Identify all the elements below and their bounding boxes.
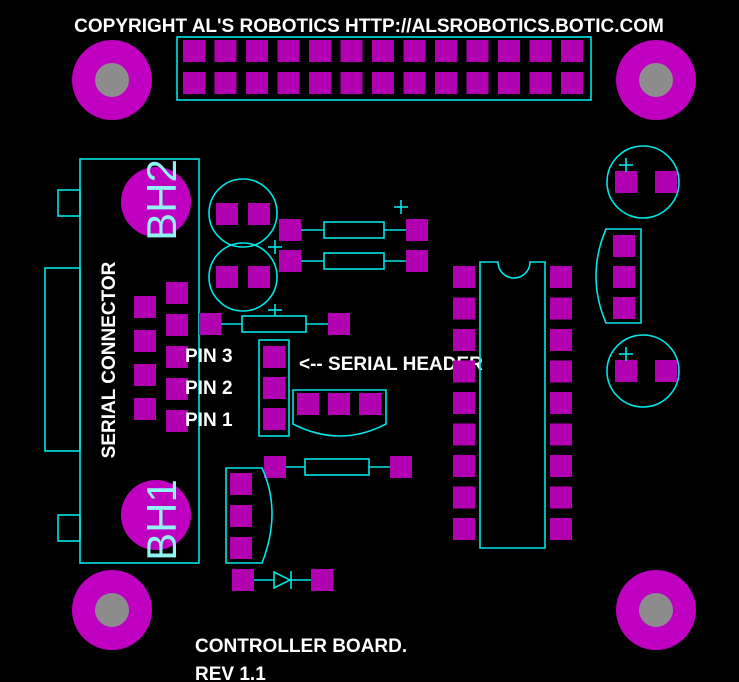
header-pad — [183, 40, 205, 62]
header-pad — [561, 40, 583, 62]
ic-pad — [453, 486, 475, 509]
header-pad — [183, 72, 205, 94]
resistor-r3 — [199, 304, 350, 335]
ic-pad — [550, 518, 572, 540]
mounting-hole-bottom-right — [616, 570, 696, 650]
header-pad — [561, 72, 583, 94]
ic-pad — [453, 297, 475, 320]
pin1-label: PIN 1 — [185, 410, 233, 431]
ic-pad — [453, 360, 475, 383]
resonator-y1 — [595, 228, 642, 324]
header-pad — [498, 40, 520, 62]
serial-header-label: <-- SERIAL HEADER — [299, 354, 483, 375]
serial-connector: SERIAL CONNECTOR BH2 BH1 — [44, 158, 200, 564]
ic-dip18 — [453, 261, 572, 549]
resistor-r4 — [264, 456, 412, 478]
header-pad — [529, 40, 552, 62]
db9-pad — [166, 378, 188, 400]
ic-pad — [550, 360, 572, 383]
board-revision: REV 1.1 — [195, 664, 266, 682]
db9-pad — [134, 296, 156, 318]
db9-pad — [134, 398, 156, 420]
ic-pad — [453, 455, 475, 477]
header-pad — [435, 40, 457, 62]
ic-pad — [550, 392, 572, 414]
serial-connector-label: SERIAL CONNECTOR — [99, 261, 120, 458]
capacitor-c4 — [606, 334, 680, 408]
diode-d1 — [232, 569, 333, 591]
header-pad — [277, 72, 300, 94]
db9-pad — [166, 410, 188, 432]
board-title: CONTROLLER BOARD. — [195, 636, 407, 657]
db9-pad — [166, 346, 188, 368]
header-pad — [403, 72, 426, 94]
serial-header: PIN 3 PIN 2 PIN 1 <-- SERIAL HEADER — [185, 339, 483, 437]
ic-pad — [550, 423, 572, 446]
ic-pad — [453, 518, 475, 540]
ic-pad — [453, 423, 475, 446]
header-pad — [403, 40, 426, 62]
header-pad — [340, 40, 363, 62]
ic-pad — [550, 297, 572, 320]
header-pad — [340, 72, 363, 94]
regulator-u2 — [225, 467, 273, 564]
ic-pad — [550, 266, 572, 288]
db9-pad — [166, 282, 188, 304]
header-pad — [466, 40, 489, 62]
header-pad — [498, 72, 520, 94]
mounting-hole-top-right — [616, 40, 696, 120]
db9-pad — [134, 364, 156, 386]
mounting-hole-bottom-left — [72, 570, 152, 650]
header-pad — [372, 40, 394, 62]
top-header-connector — [176, 36, 592, 101]
header-pad — [246, 72, 268, 94]
ic-pad — [453, 329, 475, 351]
db9-pad — [166, 314, 188, 336]
pin2-label: PIN 2 — [185, 378, 233, 399]
resistor-r1 — [279, 200, 428, 241]
resistor-r2 — [279, 250, 428, 272]
header-pad — [246, 40, 268, 62]
header-pad — [214, 72, 237, 94]
header-pad — [277, 40, 300, 62]
bh1-label: BH1 — [138, 479, 185, 561]
header-pad — [435, 72, 457, 94]
bh2-mounting-pad — [121, 167, 191, 237]
bh1-mounting-pad — [121, 480, 191, 550]
ic-pad — [453, 392, 475, 414]
header-pad — [214, 40, 237, 62]
db9-pad — [134, 330, 156, 352]
header-pad — [372, 72, 394, 94]
copyright-text: COPYRIGHT AL'S ROBOTICS HTTP://ALSROBOTI… — [74, 16, 664, 37]
mounting-hole-top-left — [72, 40, 152, 120]
capacitor-c2 — [208, 240, 282, 312]
ic-pad — [550, 455, 572, 477]
header-pad — [309, 40, 331, 62]
header-pad — [309, 72, 331, 94]
transistor-q1 — [292, 389, 387, 437]
ic-pad — [550, 329, 572, 351]
ic-pad — [550, 486, 572, 509]
mounting-holes — [72, 40, 696, 650]
ic-pad — [453, 266, 475, 288]
capacitor-c3 — [606, 145, 680, 219]
pin3-label: PIN 3 — [185, 346, 233, 367]
capacitor-c1 — [208, 178, 278, 248]
header-pad — [466, 72, 489, 94]
header-pad — [529, 72, 552, 94]
bh2-label: BH2 — [138, 159, 185, 241]
